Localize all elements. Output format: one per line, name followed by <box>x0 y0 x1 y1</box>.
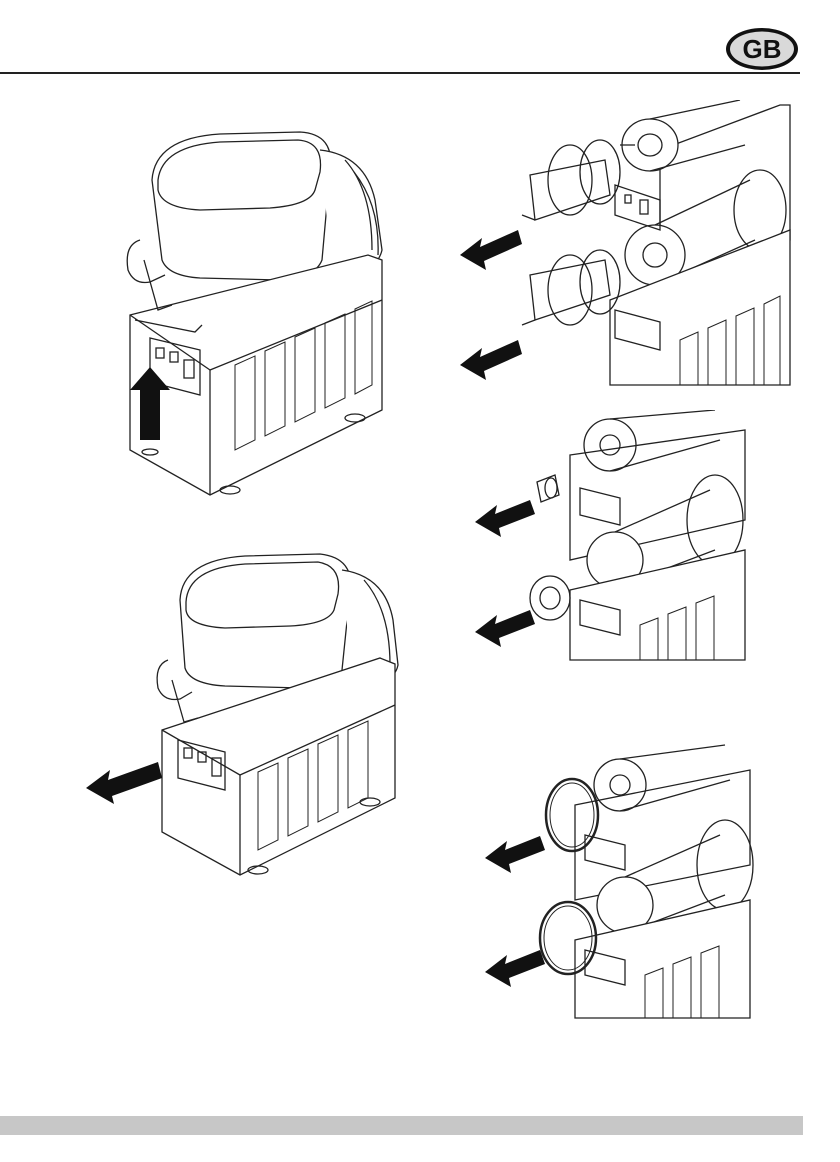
arrow-left-icon <box>485 950 545 987</box>
figure-remove-evaporator-assembly <box>460 100 800 395</box>
footer-bar <box>0 1116 803 1135</box>
caps-illustration <box>475 410 755 665</box>
machine-illustration <box>110 110 400 500</box>
arrow-left-icon <box>460 340 522 380</box>
language-badge-text: GB <box>743 34 782 64</box>
gaskets-illustration <box>480 740 760 1020</box>
figure-pull-out-tap <box>80 540 410 885</box>
arrow-left-icon <box>485 836 545 873</box>
language-badge: GB <box>724 26 800 72</box>
arrow-left-icon <box>86 762 162 804</box>
arrow-left-icon <box>475 500 535 537</box>
figure-remove-caps <box>475 410 755 670</box>
header-rule <box>0 72 800 74</box>
arrow-left-icon <box>460 230 522 270</box>
machine-illustration <box>80 540 410 880</box>
figure-remove-gaskets <box>480 740 760 1025</box>
arrow-left-icon <box>475 610 535 647</box>
evaporator-illustration <box>460 100 800 390</box>
figure-lift-drip-tray <box>110 110 400 505</box>
